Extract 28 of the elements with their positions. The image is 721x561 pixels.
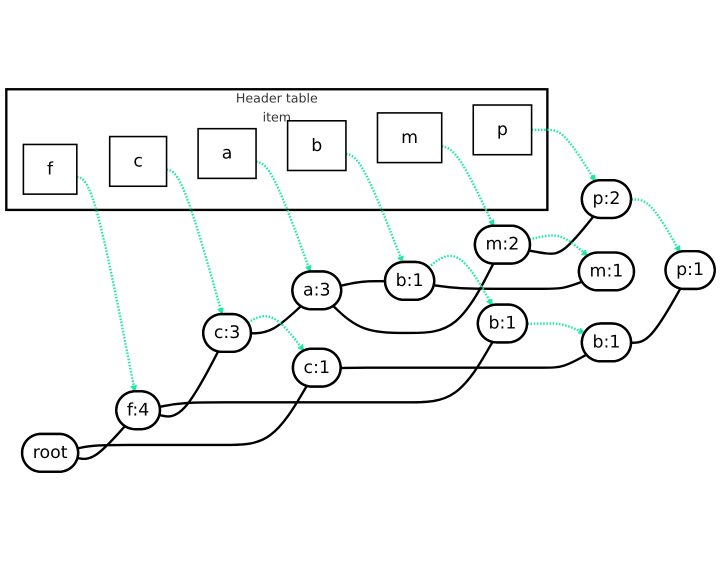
- connector: [434, 280, 583, 290]
- arrow: [247, 315, 304, 352]
- connector: [160, 351, 220, 418]
- connector: [251, 305, 302, 335]
- connector: [78, 386, 308, 450]
- connector: [78, 425, 126, 460]
- connector: [332, 263, 494, 334]
- arrow: [532, 128, 596, 182]
- arrow: [256, 160, 312, 272]
- connector: [631, 288, 682, 344]
- arrow: [529, 234, 588, 256]
- arrow: [346, 152, 404, 263]
- connector: [341, 354, 588, 370]
- arrow: [631, 198, 680, 252]
- node-box: f: [22, 144, 78, 195]
- node-box: m: [376, 112, 442, 164]
- arrow: [166, 168, 224, 315]
- arrow: [527, 322, 586, 334]
- arrow: [441, 144, 494, 226]
- node-box: b: [286, 120, 347, 172]
- node-box: a: [197, 128, 257, 180]
- arrow: [76, 176, 138, 392]
- node-box: p: [472, 104, 532, 156]
- arrow: [428, 254, 493, 306]
- node-box: c: [108, 136, 168, 188]
- connector: [340, 280, 386, 287]
- connector: [160, 342, 494, 408]
- connector: [529, 216, 594, 255]
